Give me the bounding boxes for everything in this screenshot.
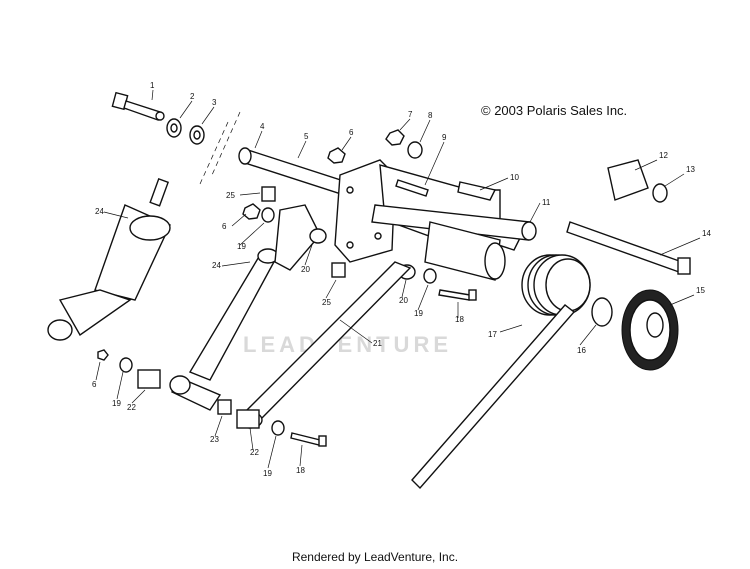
callout-19d: 19 (263, 469, 272, 478)
bushing-part[interactable] (236, 409, 260, 429)
callout-7: 7 (408, 110, 413, 119)
callout-13: 13 (686, 165, 695, 174)
callout-18: 18 (455, 315, 464, 324)
callout-9: 9 (442, 133, 447, 142)
torsion-spring-part[interactable] (411, 254, 591, 490)
watermark-text: LEADVENTURE (243, 332, 453, 357)
washer-part[interactable] (166, 118, 205, 145)
bushing-part[interactable] (261, 186, 276, 202)
callout-17: 17 (488, 330, 497, 339)
bushing-part[interactable] (137, 369, 161, 389)
washer-part[interactable] (407, 141, 423, 159)
callout-8: 8 (428, 111, 433, 120)
bolt-part[interactable] (395, 179, 429, 197)
bushing-part[interactable] (331, 262, 346, 278)
footer-text: Rendered by LeadVenture, Inc. (291, 550, 459, 564)
callout-6: 6 (349, 128, 354, 137)
bolt-head (318, 435, 327, 447)
callout-1: 1 (150, 81, 155, 90)
callout-19b: 19 (237, 242, 246, 251)
bolt-part[interactable] (438, 289, 471, 301)
callout-5: 5 (304, 132, 309, 141)
callout-2: 2 (190, 92, 195, 101)
shock-absorber-part[interactable] (47, 177, 171, 341)
callout-10: 10 (510, 173, 519, 182)
nut-part[interactable] (97, 349, 109, 361)
bolt-part[interactable] (290, 432, 321, 446)
callout-3: 3 (212, 98, 217, 107)
bolt-part[interactable] (111, 91, 165, 121)
callout-6c: 6 (92, 380, 97, 389)
idler-wheel-part[interactable] (621, 289, 679, 371)
callout-20: 20 (301, 265, 310, 274)
link-rod-part[interactable] (237, 261, 412, 429)
callout-22: 22 (127, 403, 136, 412)
washer-part[interactable] (423, 268, 437, 284)
callout-25: 25 (226, 191, 235, 200)
callout-16: 16 (577, 346, 586, 355)
washer-part[interactable] (591, 297, 613, 327)
callout-12: 12 (659, 151, 668, 160)
callout-15: 15 (696, 286, 705, 295)
bolt-head (468, 289, 477, 301)
washer-part[interactable] (652, 183, 668, 203)
axle-bolt-head (677, 257, 691, 275)
slide-block-part[interactable] (607, 159, 649, 201)
callout-25b: 25 (322, 298, 331, 307)
callout-4: 4 (260, 122, 265, 131)
callout-19c: 19 (112, 399, 121, 408)
callout-20b: 20 (399, 296, 408, 305)
nut-part[interactable] (242, 203, 261, 220)
nut-part[interactable] (385, 129, 405, 146)
callout-14: 14 (702, 229, 711, 238)
lower-tube-part[interactable] (371, 204, 537, 281)
bushing-part[interactable] (169, 375, 191, 395)
washer-part[interactable] (271, 420, 285, 436)
nut-part[interactable] (327, 147, 346, 164)
copyright-text: © 2003 Polaris Sales Inc. (481, 103, 628, 118)
callout-22b: 22 (250, 448, 259, 457)
callout-21: 21 (373, 339, 382, 348)
callout-6b: 6 (222, 222, 227, 231)
bushing-part[interactable] (217, 399, 232, 415)
callout-11: 11 (542, 198, 551, 207)
callout-18b: 18 (296, 466, 305, 475)
callout-23: 23 (210, 435, 219, 444)
callout-labels: 1 2 3 4 5 6 7 8 9 10 11 12 13 14 15 16 1… (92, 81, 711, 478)
washer-part[interactable] (261, 207, 275, 223)
leader-lines (95, 89, 701, 469)
callout-19: 19 (414, 309, 423, 318)
shock-absorber-part[interactable] (188, 204, 321, 381)
callout-24: 24 (95, 207, 104, 216)
washer-part[interactable] (119, 357, 133, 373)
bushing-part[interactable] (309, 228, 327, 244)
callout-24b: 24 (212, 261, 221, 270)
axle-bolt-part[interactable] (566, 221, 683, 273)
